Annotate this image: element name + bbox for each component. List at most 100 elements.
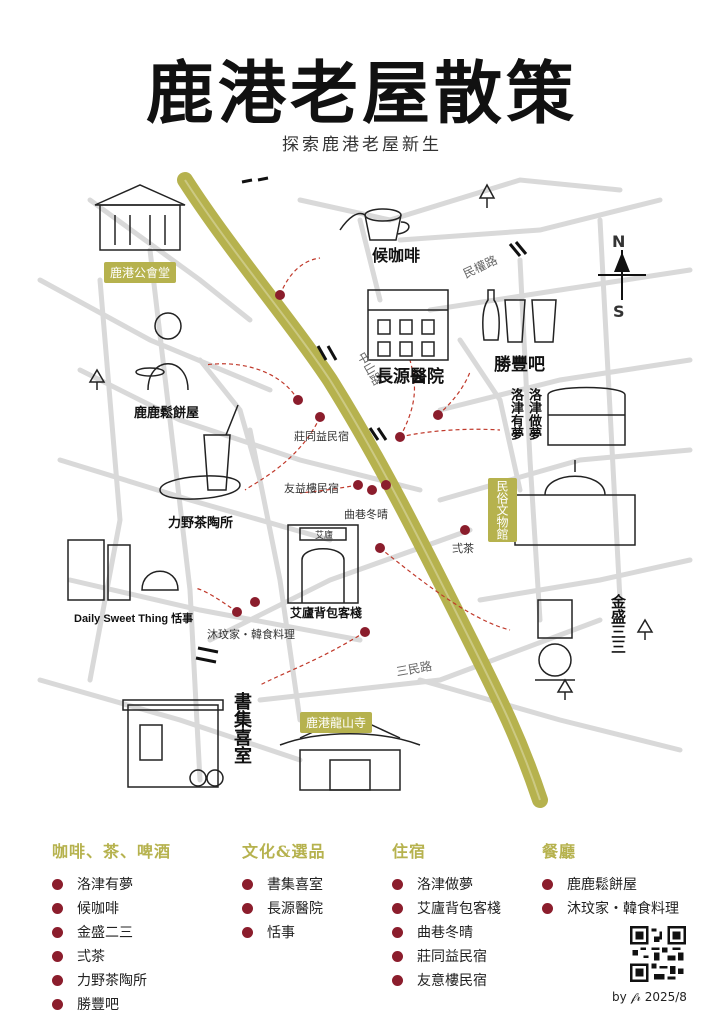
marker-dot-icon [392,878,403,890]
legend-item[interactable]: 候咖啡 [52,896,171,920]
marker-dot-icon [52,902,63,914]
tag-gonghuitang: 鹿港公會堂 [104,262,177,283]
legend-item-label: 書集喜室 [267,877,323,893]
label-zhuangtong: 莊同益民宿 [294,430,349,443]
marker-dot-icon [392,926,403,938]
legend-item[interactable]: 洛津有夢 [52,872,171,896]
street-map [37,172,693,808]
legend-item[interactable]: 書集喜室 [242,872,325,896]
label-shicha: 弍茶 [452,542,474,555]
legend-item[interactable]: 金盛二三 [52,920,171,944]
credit-signature: by 𝒻𝓇 2025/8 [612,990,687,1004]
label-luojin-right: 洛津做夢 [526,388,541,440]
marker-dot-icon [392,974,403,986]
beer-glasses-icon [482,289,557,343]
legend-heading: 咖啡、茶、啤酒 [52,842,172,861]
luojin-house-icon [547,386,626,446]
marker-dot-icon [52,950,63,962]
legend-item-label: 候咖啡 [77,901,119,917]
daily-sweet-thing-icon [67,539,179,601]
qr-code-icon[interactable] [630,926,686,982]
label-ailu: 艾廬背包客棧 [290,606,363,620]
marker-hou-kafei [275,290,285,300]
gonghuitang-building-icon [94,184,186,251]
legend-item-label: 洛津有夢 [77,877,133,893]
bookshop-icon [122,699,224,788]
compass [598,250,646,300]
legend-item-label: 鹿鹿鬆餅屋 [567,877,637,893]
legend-culture: 文化&選品 書集喜室 長源醫院 恬事 [242,838,325,944]
label-jinsheng: 金盛三三 [609,594,627,654]
label-lulu: 鹿鹿鬆餅屋 [134,406,200,421]
legend-restaurant: 餐廳 鹿鹿鬆餅屋 沐玟家・韓食料理 [542,838,679,920]
marker-muwen [250,597,260,607]
legend-item-label: 洛津做夢 [417,877,473,893]
legend-item[interactable]: 長源醫院 [242,896,325,920]
legend-item[interactable]: 沐玟家・韓食料理 [542,896,679,920]
legend-item[interactable]: 弍茶 [52,944,171,968]
legend-cafe: 咖啡、茶、啤酒 洛津有夢 候咖啡 金盛二三 弍茶 力野茶陶所 勝豐吧 [52,838,171,1016]
legend-item[interactable]: 恬事 [242,920,325,944]
label-muwen: 沐玟家・韓食料理 [207,628,295,641]
legend-item-label: 恬事 [267,925,295,941]
marker-shengfeng [433,410,443,420]
marker-lulu [293,395,303,405]
label-luojin-left: 洛津有夢 [508,388,523,440]
route-connectors [194,257,511,686]
marker-dot-icon [242,926,253,938]
tree-icons [88,183,654,700]
changyuan-hospital-icon [367,289,449,361]
north-arrow-icon [614,252,630,272]
label-shengfeng: 勝豐吧 [494,355,545,375]
marker-shicha [460,525,470,535]
legend-item[interactable]: 洛津做夢 [392,872,501,896]
legend-item[interactable]: 莊同益民宿 [392,944,501,968]
ailu-gate-icon [287,524,359,604]
marker-youyi [353,480,363,490]
marker-dot-icon [52,878,63,890]
legend-item[interactable]: 勝豐吧 [52,992,171,1016]
coffee-cup-icon [339,208,410,241]
legend-heading: 文化&選品 [242,842,326,861]
marker-dot-icon [392,902,403,914]
marker-jinsheng [375,543,385,553]
marker-dot-icon [52,974,63,986]
legend-item-label: 沐玟家・韓食料理 [567,901,679,917]
label-hou-kafei: 候咖啡 [372,246,421,265]
marker-liye [315,412,325,422]
legend-item[interactable]: 曲巷冬晴 [392,920,501,944]
marker-dot-icon [52,998,63,1010]
label-quxiang: 曲巷冬晴 [344,508,388,521]
legend-item-label: 友意樓民宿 [417,973,487,989]
legend-heading: 住宿 [392,842,427,861]
marker-dot-icon [542,878,553,890]
legend-item-label: 弍茶 [77,949,105,965]
legend-item-label: 莊同益民宿 [417,949,487,965]
legend-item-label: 金盛二三 [77,925,133,941]
label-changyuan: 長源醫院 [376,367,444,387]
legend-item-label: 曲巷冬晴 [417,925,473,941]
legend-item[interactable]: 鹿鹿鬆餅屋 [542,872,679,896]
legend-item[interactable]: 力野茶陶所 [52,968,171,992]
street-network [37,177,693,783]
tag-longshan: 鹿港龍山寺 [300,712,373,733]
compass-n: N [612,232,626,251]
legend-item[interactable]: 艾廬背包客棧 [392,896,501,920]
marker-dot-icon [242,878,253,890]
legend-item-label: 長源醫院 [267,901,323,917]
lulu-person-icon [135,312,189,391]
siphon-coffee-icon [535,599,575,681]
legend-item-label: 勝豐吧 [77,997,119,1013]
label-liye: 力野茶陶所 [168,516,234,531]
marker-dot-icon [52,926,63,938]
compass-s: S [613,302,625,321]
label-ailu-sign: 艾廬 [315,531,334,541]
marker-dot-icon [392,950,403,962]
marker-dot-icon [542,902,553,914]
label-youyi: 友益樓民宿 [284,482,339,495]
legend-item[interactable]: 友意樓民宿 [392,968,501,992]
legend-heading: 餐廳 [542,842,577,861]
zhongshan-road [177,172,548,808]
tea-drink-icon [159,404,241,500]
place-markers[interactable] [232,290,470,637]
